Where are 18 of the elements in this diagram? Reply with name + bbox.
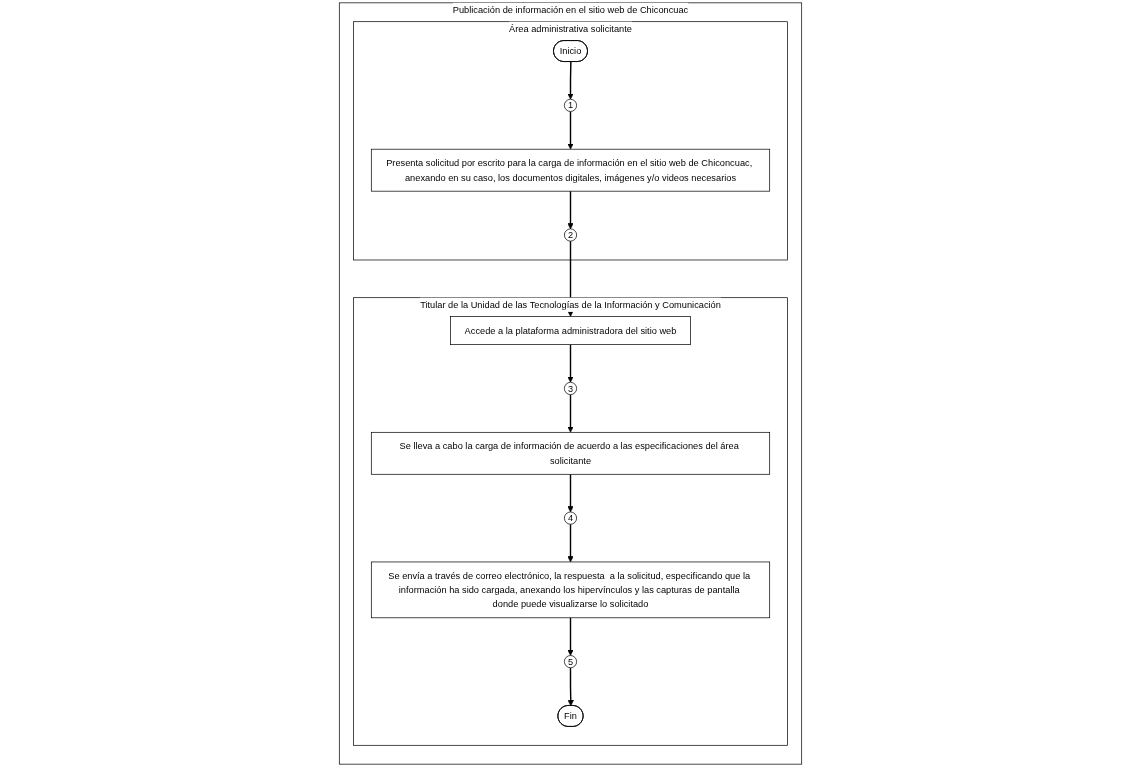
node-circle: 4	[564, 511, 577, 525]
node-circle: 5	[564, 655, 577, 669]
arrow	[567, 667, 574, 707]
node-box: Presenta solicitud por escrito para la carga de información en el sitio web de Chiconcuac, anexando en su caso, los documentos digitales, imágenes y/o videos necesarios	[370, 148, 771, 192]
arrow	[567, 343, 574, 383]
arrow	[567, 473, 574, 513]
node-box: Se envía a través de correo electrónico, la respuesta a la solicitud, especificando que la información ha sido cargada, anexando los hipervínculos y las capturas de pantalla donde puede visualizarse lo solicitado	[370, 561, 771, 619]
node-box: Accede a la plataforma administradora del sitio web	[450, 316, 691, 345]
arrow	[567, 523, 574, 563]
arrow	[567, 110, 574, 150]
arrow	[567, 61, 574, 100]
arrow	[567, 190, 574, 230]
node-circle: 2	[564, 228, 577, 242]
arrow	[567, 617, 574, 656]
node-box: Se lleva a cabo la carga de información de acuerdo a las especificaciones del área solicitante	[370, 431, 771, 475]
node-circle: 3	[564, 382, 577, 395]
arrow	[567, 393, 574, 433]
node-circle: 1	[564, 98, 577, 112]
